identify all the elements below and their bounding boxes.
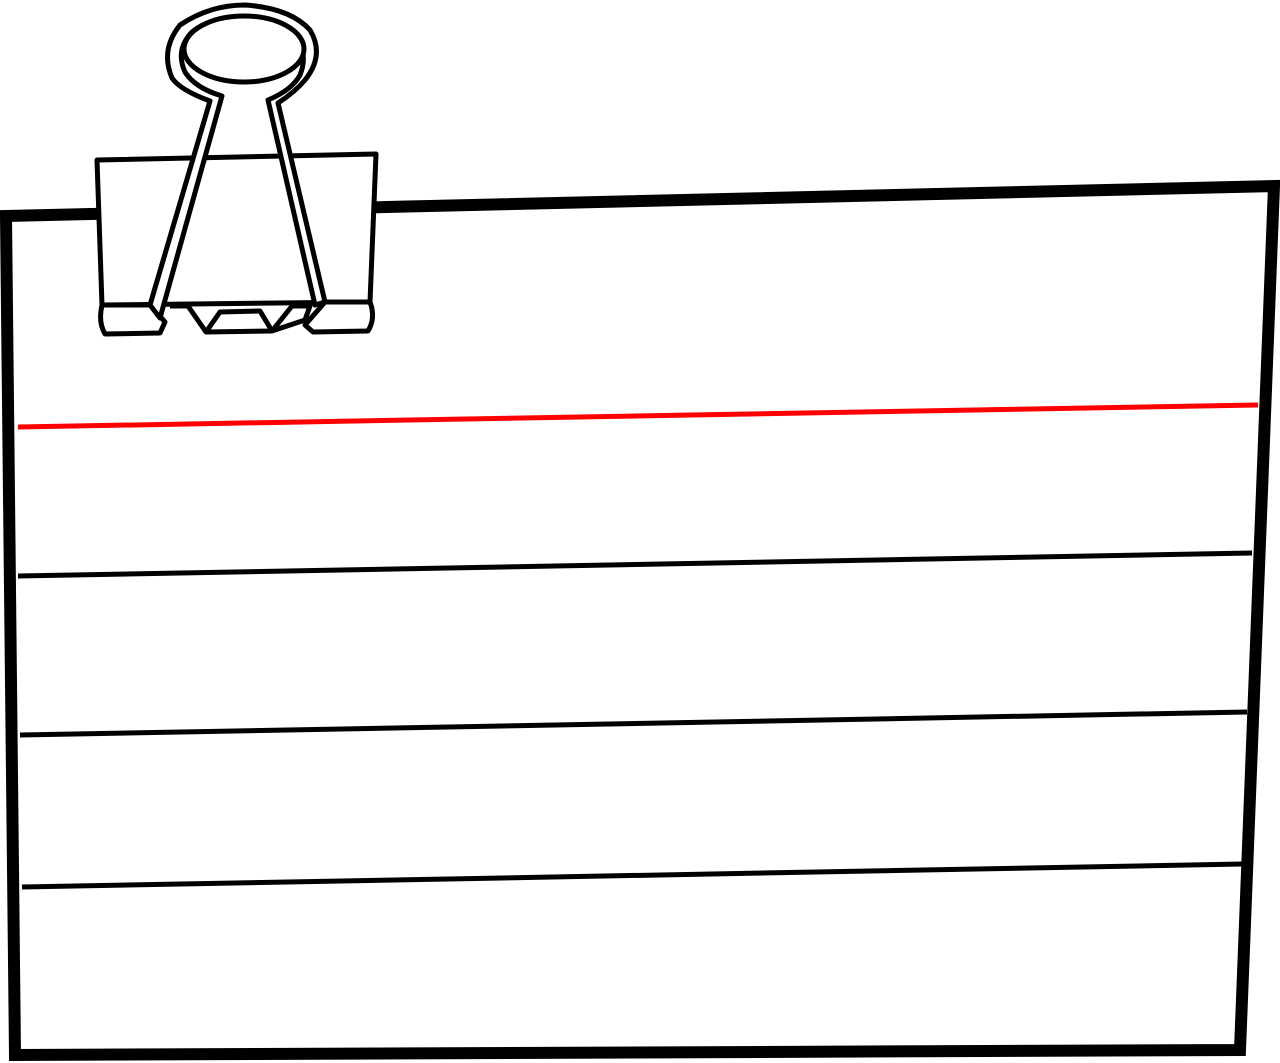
ruled-line-2 <box>19 709 1248 738</box>
clip-loop-inner <box>181 13 307 85</box>
clip-body <box>94 151 379 308</box>
red-margin-line <box>17 402 1259 430</box>
index-card <box>0 179 1280 1062</box>
ruled-line-1 <box>17 550 1253 579</box>
card-outline <box>0 179 1280 1062</box>
clip-jaw-middle <box>170 303 313 335</box>
binder-clip-icon <box>94 2 379 337</box>
clip-jaw-right <box>302 299 376 335</box>
ruled-line-3 <box>21 861 1243 890</box>
clip-jaw <box>98 302 168 337</box>
